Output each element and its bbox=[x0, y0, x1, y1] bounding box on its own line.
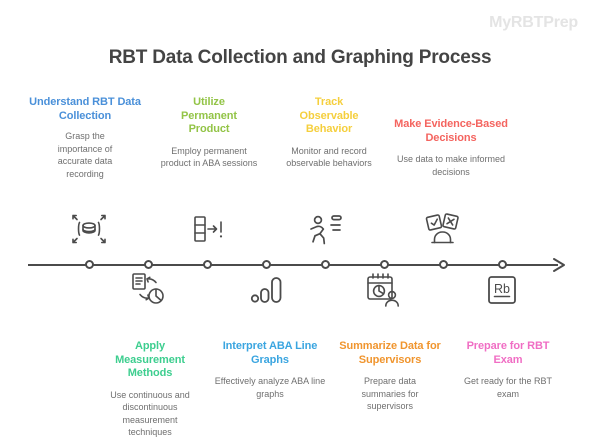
step-heading-3: Utilize Permanent Product bbox=[181, 96, 237, 135]
step-heading-4: Interpret ABA Line Graphs bbox=[222, 340, 318, 366]
step-description-4: Effectively analyze ABA line graphs bbox=[214, 376, 326, 399]
rb-badge-icon: Rb bbox=[480, 270, 524, 314]
timeline-node-3 bbox=[203, 260, 212, 269]
step-block-7: Make Evidence-Based Decisions Use data t… bbox=[392, 118, 510, 178]
step-block-6: Summarize Data for Supervisors Prepare d… bbox=[331, 340, 449, 413]
bar-chart-icon bbox=[244, 270, 288, 314]
timeline-node-1 bbox=[85, 260, 94, 269]
decision-cards-icon bbox=[421, 209, 465, 253]
step-block-3: Utilize Permanent Product Employ permane… bbox=[155, 96, 263, 170]
page-title: RBT Data Collection and Graphing Process bbox=[108, 47, 492, 68]
step-heading-6: Summarize Data for Supervisors bbox=[339, 340, 441, 366]
timeline-node-8 bbox=[498, 260, 507, 269]
step-description-2: Use continuous and discontinuous measure… bbox=[110, 389, 190, 438]
timeline-node-2 bbox=[144, 260, 153, 269]
step-block-8: Prepare for RBT Exam Get ready for the R… bbox=[452, 340, 564, 400]
step-description-5: Monitor and record observable behaviors bbox=[286, 145, 372, 169]
timeline-node-6 bbox=[380, 260, 389, 269]
step-block-4: Interpret ABA Line Graphs Effectively an… bbox=[214, 340, 326, 400]
timeline-node-7 bbox=[439, 260, 448, 269]
step-heading-5: Track Observable Behavior bbox=[299, 96, 359, 135]
timeline-node-5 bbox=[321, 260, 330, 269]
step-description-7: Use data to make informed decisions bbox=[396, 154, 506, 177]
step-description-6: Prepare data summaries for supervisors bbox=[361, 376, 419, 411]
timeline-axis-line bbox=[28, 264, 558, 266]
step-description-1: Grasp the importance of accurate data re… bbox=[57, 131, 113, 179]
timeline-arrow-icon bbox=[551, 256, 569, 274]
step-heading-8: Prepare for RBT Exam bbox=[466, 340, 550, 366]
step-description-3: Employ permanent product in ABA sessions bbox=[160, 145, 258, 169]
running-person-icon bbox=[303, 209, 347, 253]
step-description-8: Get ready for the RBT exam bbox=[463, 376, 553, 399]
step-block-5: Track Observable Behavior Monitor and re… bbox=[275, 96, 383, 170]
calendar-chart-person-icon bbox=[362, 270, 406, 314]
step-heading-1: Understand RBT Data Collection bbox=[29, 96, 141, 122]
document-pie-chart-icon bbox=[126, 270, 170, 314]
rb-badge-label: Rb bbox=[494, 282, 510, 296]
watermark: MyRBTPrep bbox=[489, 14, 578, 31]
step-heading-2: Apply Measurement Methods bbox=[115, 340, 185, 379]
timeline-node-4 bbox=[262, 260, 271, 269]
step-block-2: Apply Measurement Methods Use continuous… bbox=[94, 340, 206, 439]
step-block-1: Understand RBT Data Collection Grasp the… bbox=[29, 96, 141, 180]
database-expand-icon bbox=[67, 209, 111, 253]
checklist-arrow-alert-icon bbox=[185, 209, 229, 253]
step-heading-7: Make Evidence-Based Decisions bbox=[394, 118, 508, 144]
